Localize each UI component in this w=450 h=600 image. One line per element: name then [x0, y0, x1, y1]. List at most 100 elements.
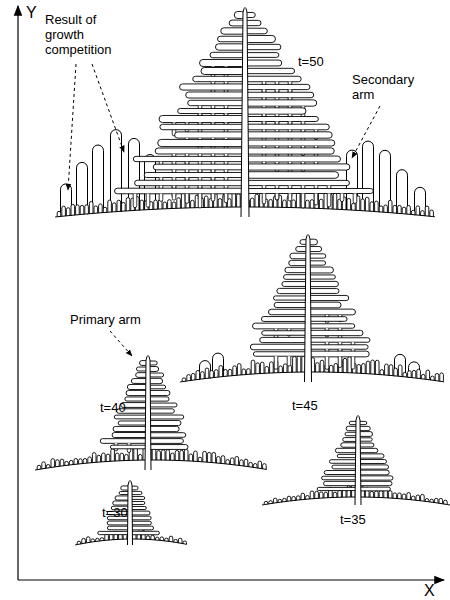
annotation-label: t=40 — [100, 400, 140, 415]
base-finger — [189, 454, 193, 461]
secondary-arm — [308, 324, 355, 328]
secondary-arm — [148, 403, 177, 407]
base-finger — [402, 207, 406, 214]
columnar-dendrite — [397, 170, 408, 214]
base-finger — [273, 498, 277, 503]
secondary-arm — [175, 132, 245, 138]
base-finger — [125, 454, 129, 460]
base-finger — [85, 205, 89, 214]
secondary-arm — [193, 76, 245, 81]
base-finger — [370, 202, 374, 212]
tertiary-arm — [211, 194, 215, 201]
base-finger — [279, 366, 283, 373]
base-finger — [89, 202, 93, 214]
base-finger — [74, 459, 78, 465]
secondary-arm — [308, 345, 368, 349]
base-finger — [316, 363, 320, 372]
secondary-arm — [130, 511, 150, 515]
columnar-dendrite — [415, 187, 426, 215]
base-finger — [237, 364, 241, 375]
secondary-arm — [148, 439, 183, 444]
secondary-arm — [127, 384, 148, 389]
secondary-arm — [245, 189, 373, 194]
base-finger — [106, 454, 110, 461]
tertiary-arm — [133, 194, 137, 208]
base-finger — [375, 491, 379, 497]
secondary-arm — [245, 60, 282, 66]
secondary-arm — [290, 253, 308, 259]
base-finger — [426, 370, 430, 379]
base-finger — [126, 198, 130, 211]
base-finger — [319, 199, 323, 208]
base-finger — [250, 198, 254, 207]
base-finger — [242, 369, 246, 375]
secondary-arm — [282, 282, 308, 287]
dendrite — [180, 235, 444, 383]
base-finger — [226, 460, 230, 465]
secondary-arm — [285, 267, 308, 272]
base-finger — [57, 211, 61, 216]
secondary-arm — [115, 188, 245, 194]
secondary-arm — [324, 481, 358, 485]
base-finger — [407, 492, 411, 499]
annotation-label: t=50 — [298, 54, 338, 69]
secondary-arm — [158, 139, 245, 146]
base-finger — [315, 491, 319, 498]
tertiary-arm — [327, 193, 331, 206]
base-finger — [187, 375, 191, 381]
base-finger — [247, 369, 251, 375]
secondary-arm — [130, 521, 151, 525]
secondary-arm — [245, 124, 329, 130]
secondary-arm — [308, 302, 341, 308]
secondary-arm — [221, 28, 245, 34]
primary-arm — [128, 481, 133, 546]
secondary-arm — [358, 460, 387, 464]
secondary-arm — [245, 76, 301, 82]
columnar-dendrite — [409, 362, 420, 378]
base-finger — [398, 493, 402, 499]
secondary-arm — [201, 68, 245, 75]
base-finger — [214, 370, 218, 378]
base-finger — [394, 368, 398, 376]
secondary-arm — [130, 516, 151, 520]
secondary-arm — [148, 420, 181, 425]
secondary-arm — [113, 426, 148, 431]
annotation-label: Secondary arm — [352, 72, 424, 102]
base-finger — [172, 202, 176, 208]
base-finger — [384, 205, 388, 212]
secondary-arm — [245, 92, 314, 97]
base-finger — [203, 451, 207, 462]
secondary-arm — [245, 117, 318, 122]
base-finger — [270, 362, 274, 373]
base-finger — [56, 460, 60, 467]
base-finger — [269, 199, 273, 207]
axis-label: X — [424, 582, 444, 600]
secondary-arm — [317, 487, 358, 490]
tertiary-arm — [338, 357, 342, 368]
secondary-arm — [186, 92, 245, 98]
tertiary-arm — [353, 193, 357, 203]
secondary-arm — [245, 100, 317, 106]
primary-arm — [355, 416, 361, 506]
base-finger — [310, 491, 314, 499]
secondary-arm — [126, 390, 148, 395]
dendrite-group — [35, 8, 450, 546]
base-finger — [221, 456, 225, 464]
base-finger — [175, 450, 179, 460]
secondary-arm — [112, 432, 148, 437]
secondary-arm — [245, 148, 334, 154]
base-finger — [371, 360, 375, 374]
base-finger — [388, 200, 392, 212]
base-finger — [120, 453, 124, 460]
base-finger — [338, 490, 342, 497]
secondary-arm — [178, 108, 245, 113]
secondary-arm — [118, 421, 148, 425]
base-finger — [191, 373, 195, 380]
base-finger — [169, 536, 173, 542]
base-finger — [230, 458, 234, 465]
base-finger — [347, 198, 351, 209]
secondary-arm — [358, 470, 389, 475]
tertiary-arm — [275, 193, 279, 199]
secondary-arm — [159, 115, 245, 122]
